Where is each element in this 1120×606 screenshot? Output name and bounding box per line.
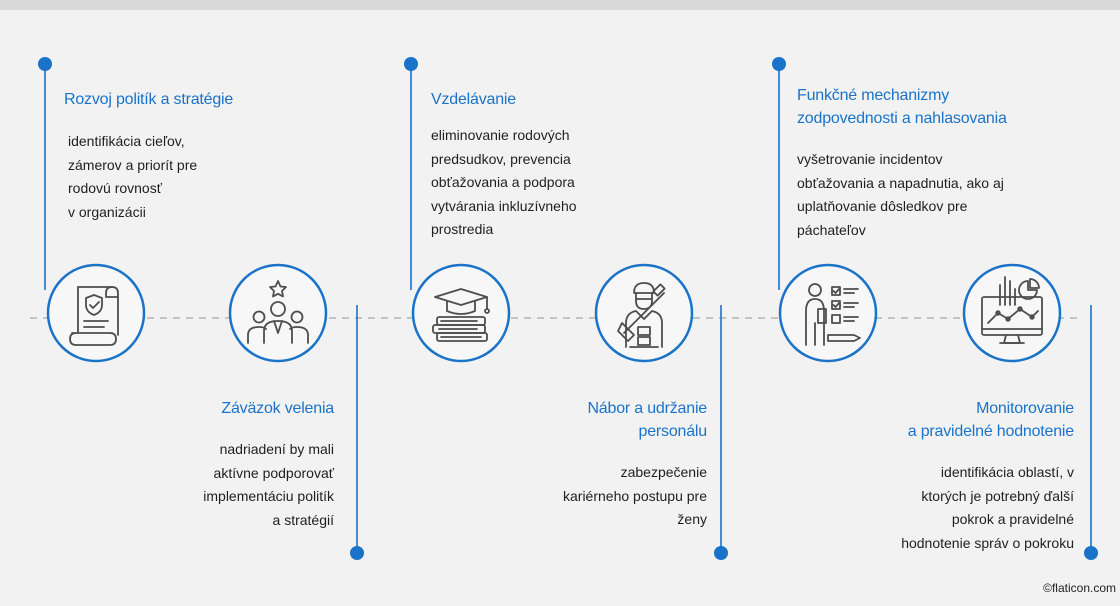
step-4-circle — [594, 263, 694, 363]
timeline-dot-6 — [1084, 546, 1098, 560]
step-2-description: nadriadení by mali aktívne podporovať im… — [203, 441, 334, 528]
step-6-title: Monitorovanie a pravidelné hodnotenie — [907, 400, 1074, 440]
step-3-title: Vzdelávanie — [431, 91, 516, 108]
step-5-circle — [778, 263, 878, 363]
monitoring-chart-icon — [962, 263, 1062, 363]
policy-document-icon — [46, 263, 146, 363]
leadership-team-icon — [228, 263, 328, 363]
top-border — [0, 0, 1120, 10]
step-1-description: identifikácia cieľov, zámerov a priorít … — [68, 133, 198, 220]
step-4-title: Nábor a udržanie personálu — [587, 400, 707, 440]
step-5-description: vyšetrovanie incidentov obťažovania a na… — [797, 151, 1004, 238]
education-books-icon — [411, 263, 511, 363]
step-1-title: Rozvoj politík a stratégie — [64, 91, 234, 108]
step-2-title: Záväzok velenia — [221, 400, 334, 417]
step-6-circle — [962, 263, 1062, 363]
step-4-description: zabezpečenie kariérneho postupu pre ženy — [563, 464, 707, 527]
step-6-description: identifikácia oblastí, v ktorých je potr… — [901, 464, 1074, 551]
timeline-dot-1 — [38, 57, 52, 71]
step-1-circle — [46, 263, 146, 363]
step-5-title: Funkčné mechanizmy zodpovednosti a nahla… — [797, 87, 1007, 127]
timeline-dot-3 — [404, 57, 418, 71]
soldier-recruit-icon — [594, 263, 694, 363]
timeline-dot-5 — [772, 57, 786, 71]
timeline-dot-2 — [350, 546, 364, 560]
credit-text: ©flaticon.com — [1043, 581, 1116, 595]
step-2-circle — [228, 263, 328, 363]
step-3-circle — [411, 263, 511, 363]
step-3-description: eliminovanie rodových predsudkov, preven… — [431, 127, 577, 237]
timeline-dot-4 — [714, 546, 728, 560]
checklist-report-icon — [778, 263, 878, 363]
